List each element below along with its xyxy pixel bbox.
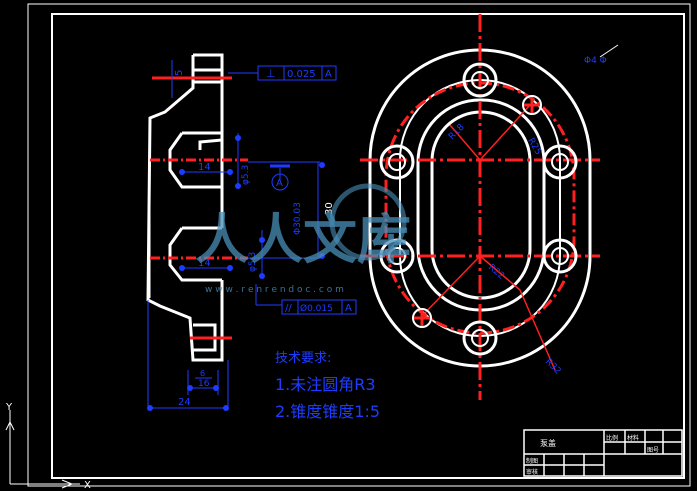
dim-width-16: 16 (198, 379, 210, 389)
para-datum: A (345, 303, 352, 314)
perp-value: 0.025 (287, 69, 316, 80)
title-block (523, 429, 683, 477)
dim-top-hole: Φ4 Φ (584, 56, 607, 66)
title-row2a: 制图 (526, 457, 538, 465)
ucs-y-label: Y (5, 402, 13, 413)
dim-bottom-6: 6 (200, 369, 205, 378)
perp-datum: A (325, 69, 332, 80)
ucs-x-label: X (84, 480, 91, 491)
dim-width-24: 24 (178, 397, 191, 408)
perp-symbol: ⊥ (266, 67, 276, 80)
title-row3b: 材料 (627, 434, 639, 442)
title-row3a: 比例 (606, 434, 618, 442)
watermark-cn: 人人文库 (195, 208, 411, 271)
parallelism-frame (281, 299, 357, 315)
outer-frame (27, 3, 691, 487)
dim-center-distance: Φ30.03 (293, 202, 303, 235)
notes-line1: 1.未注圆角R3 (275, 375, 376, 394)
notes-heading: 技术要求: (275, 351, 331, 366)
dim-r22: R22 (486, 263, 506, 282)
watermark-url: w w w . r e n r e n d o c . c o m (205, 285, 344, 295)
top-hole-leader (599, 44, 619, 58)
dim-r32: R32 (543, 357, 563, 377)
dim-top-5: 5 (174, 70, 185, 76)
front-view-radius-leaders (419, 104, 556, 371)
dim-bore-upper-len: 14 (198, 162, 211, 173)
inner-frame (51, 13, 685, 479)
notes-line2: 2.锥度锥度1:5 (275, 402, 380, 421)
datum-label: A (276, 178, 283, 189)
perpendicularity-frame (257, 65, 337, 81)
left-view-dimension-dots (147, 135, 325, 411)
datum-circle (271, 173, 289, 191)
para-value: Ø0.015 (300, 303, 333, 314)
left-view-dimension-lines (147, 60, 320, 410)
dim-bore-lower-dia: φ5.3 (248, 252, 258, 272)
dim-bore-lower-len: 14 (198, 258, 211, 269)
dim-bore-upper-dia: φ5.3 (241, 165, 251, 185)
title-row2b: 审核 (526, 468, 538, 476)
pin-hole-crosses (414, 97, 540, 326)
left-view-centerlines (150, 76, 248, 340)
left-section-view (146, 53, 224, 362)
para-symbol: // (285, 303, 292, 314)
dim-overall-30: 30 (324, 202, 335, 215)
title-row3c: 图号 (647, 447, 659, 454)
watermark-ring (329, 183, 407, 261)
title-name: 泵盖 (540, 438, 556, 448)
ucs-icon (5, 410, 80, 489)
